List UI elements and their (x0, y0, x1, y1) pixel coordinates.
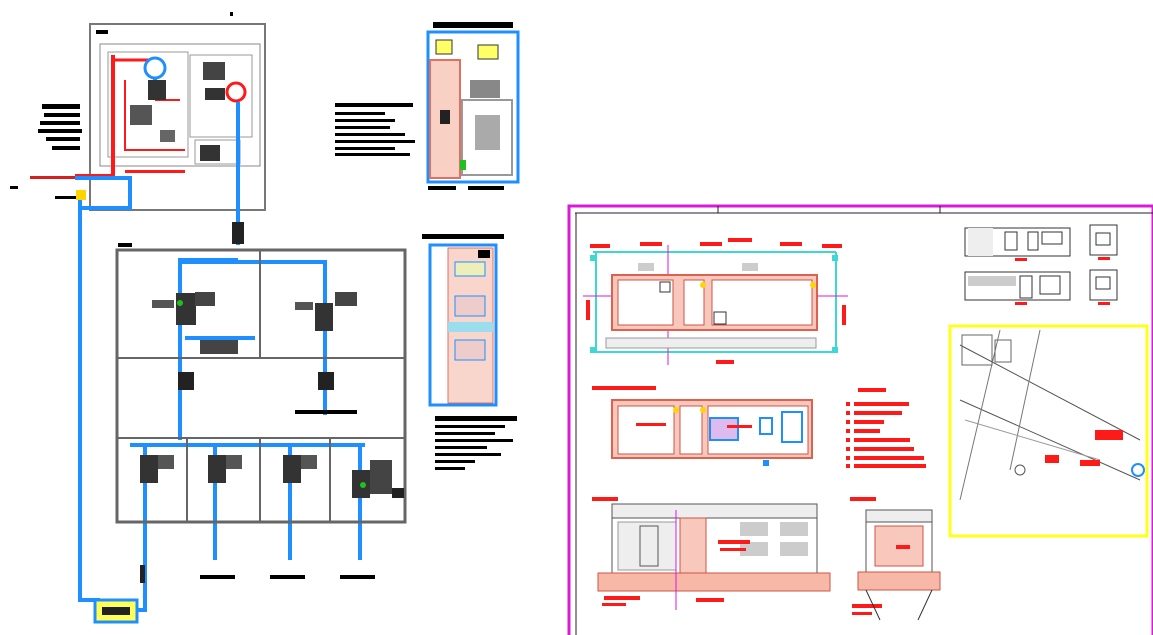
small-room-plan (426, 22, 520, 190)
middle-notes-top (335, 103, 415, 156)
middle-notes-bottom (435, 416, 517, 470)
lower-equipment (140, 292, 404, 498)
elevation-view (964, 224, 1118, 305)
floor-plan (583, 238, 848, 365)
left-notes-block (10, 104, 86, 200)
red-valve-marker (225, 81, 247, 103)
upper-room-frame (89, 23, 266, 211)
panel-elevation (422, 234, 504, 407)
upper-room-inner (99, 43, 261, 167)
legend-list (846, 388, 926, 468)
detail-plan (592, 386, 813, 466)
drawing-sheet (567, 204, 1153, 635)
section-view (592, 497, 831, 610)
site-map (948, 324, 1149, 538)
side-section-view (850, 497, 941, 621)
schematic-diagram (10, 12, 407, 624)
